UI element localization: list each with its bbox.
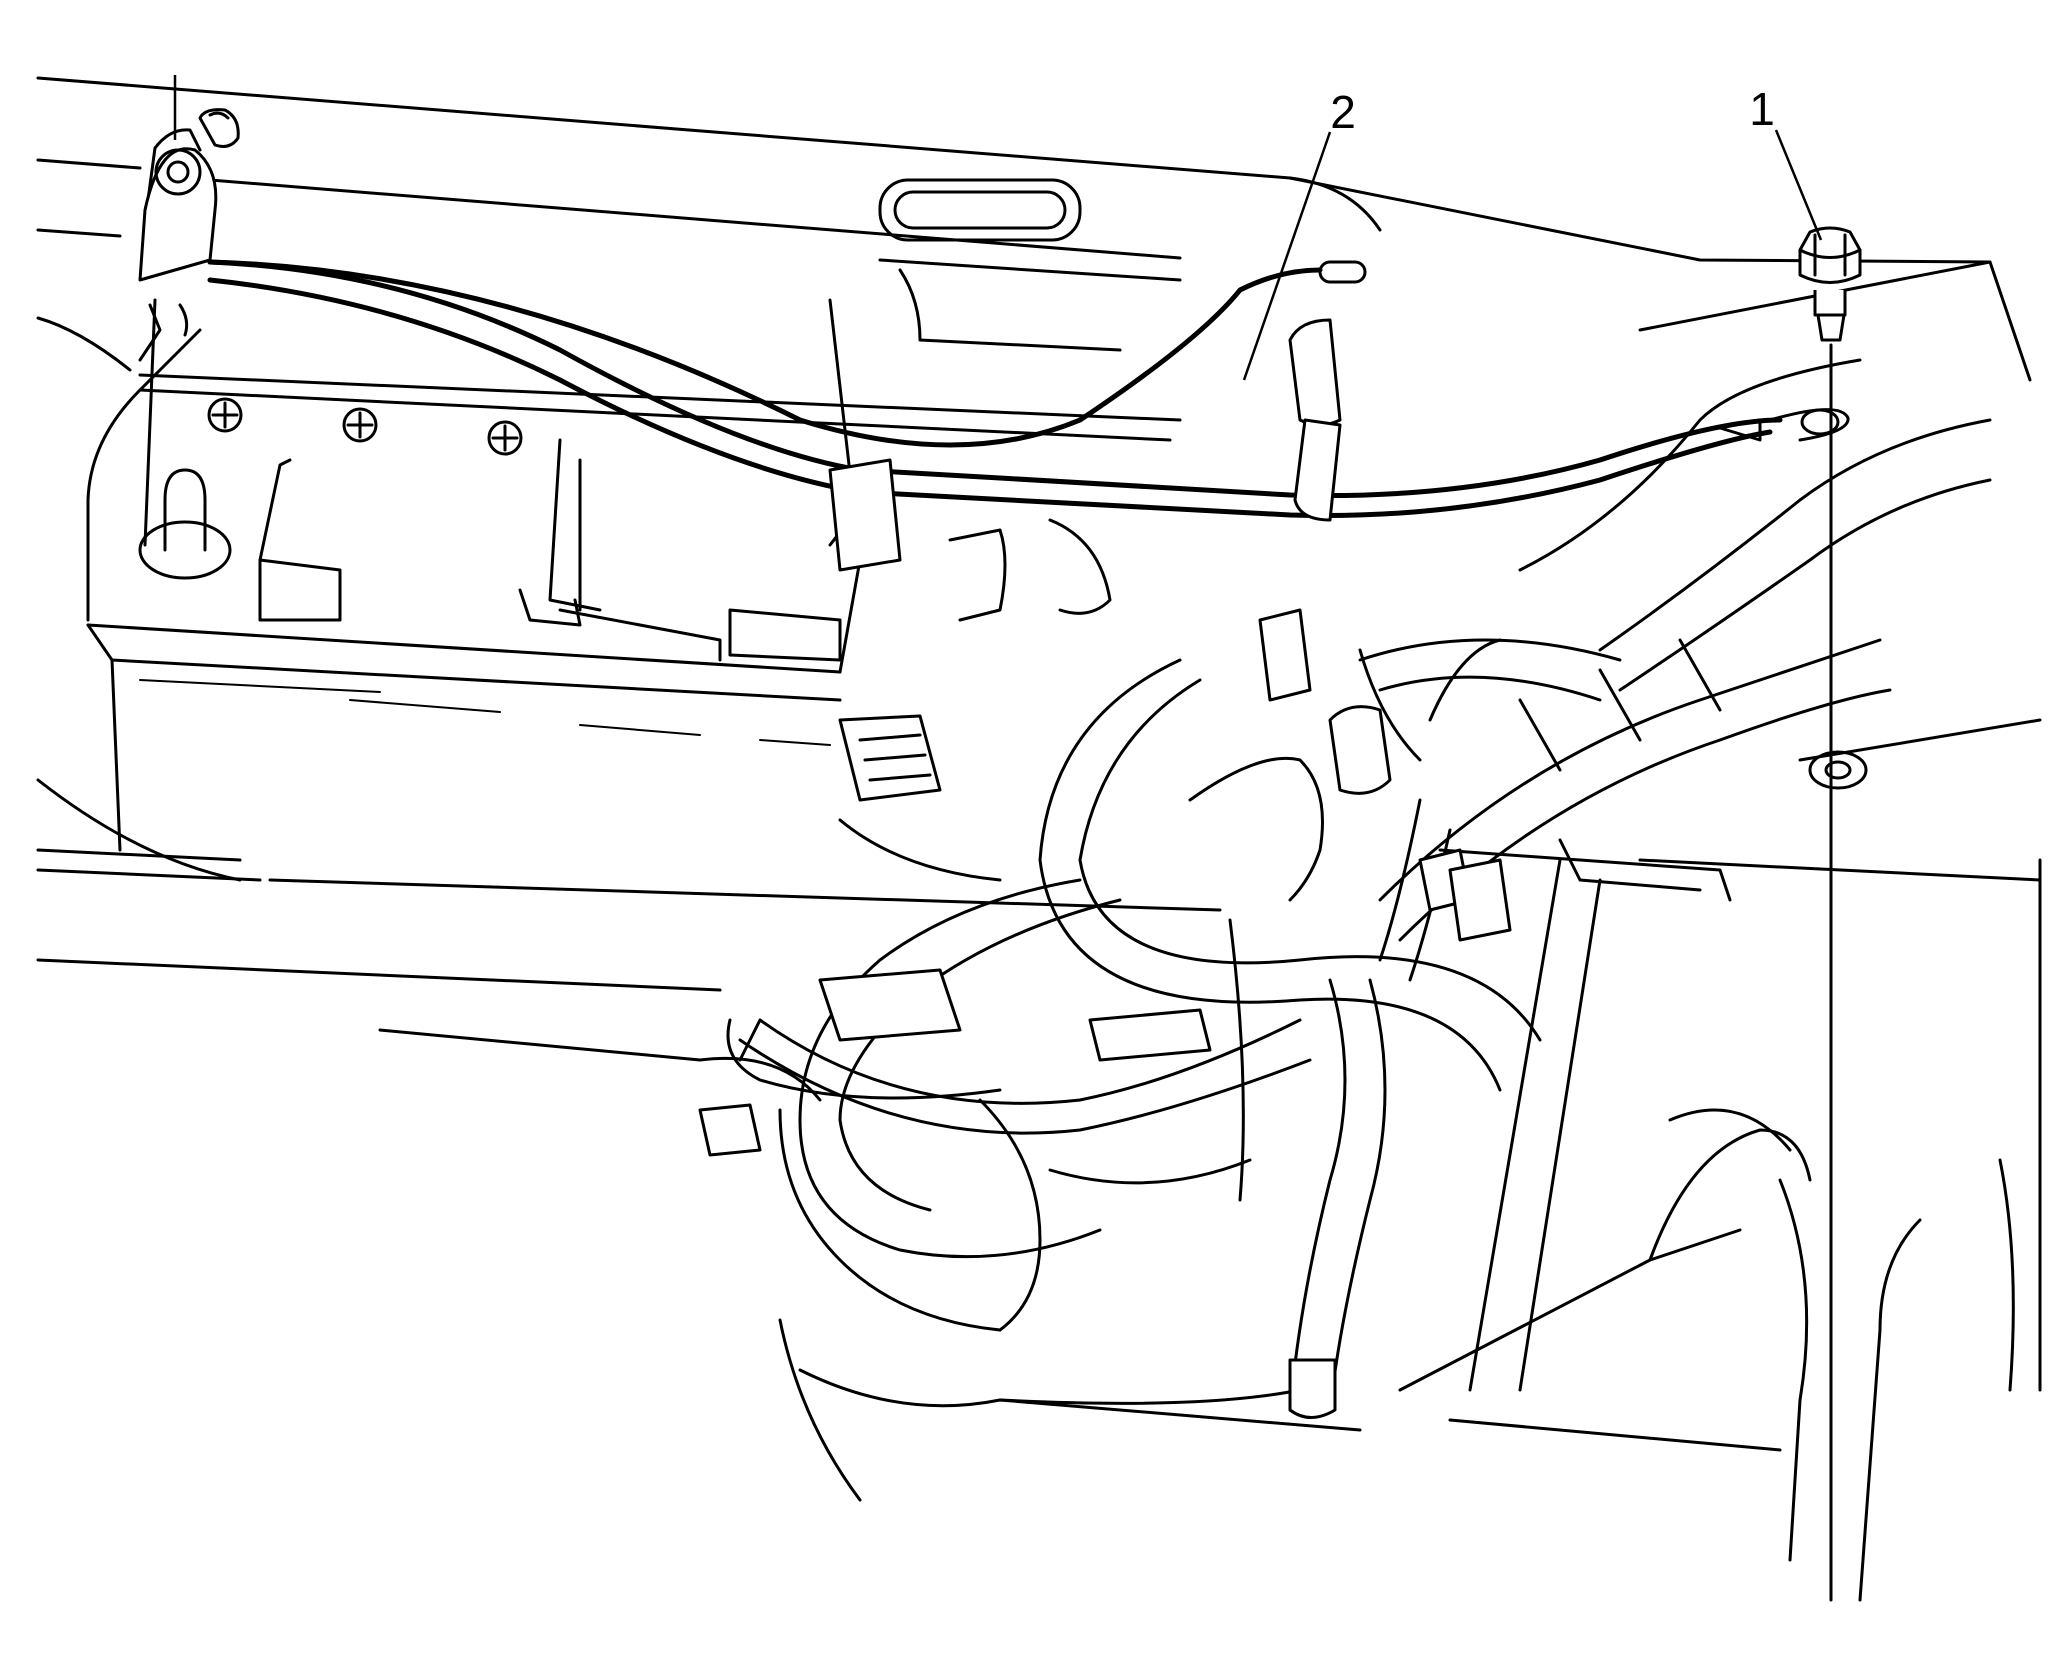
sensor-wire: [207, 259, 1367, 448]
connectors: [698, 318, 1512, 1157]
battery-negative-cable: [138, 108, 1850, 547]
wiring-harness: [726, 418, 1992, 1419]
battery: [86, 298, 1182, 852]
upper-housing: [878, 178, 1182, 352]
callout-1-label: 1: [1749, 83, 1775, 135]
body-panels: [36, 76, 2042, 1602]
callout-2-leader: [1242, 131, 1332, 381]
callout-1-leader: [1774, 129, 1823, 241]
callout-leaders: [173, 75, 1823, 381]
callout-2-label: 2: [1330, 86, 1356, 138]
ground-bolt: [1798, 226, 1868, 1602]
